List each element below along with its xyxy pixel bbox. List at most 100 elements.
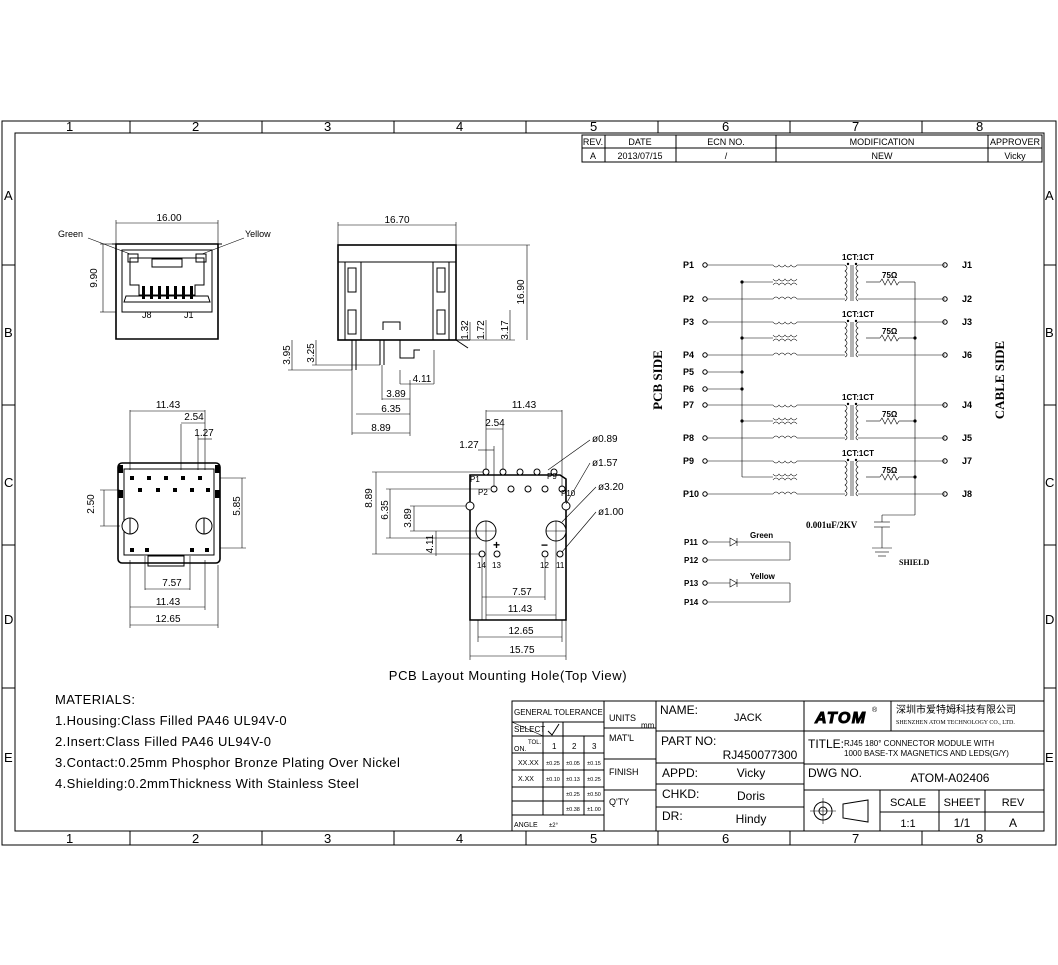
pcb-dim-635: 6.35 [380, 500, 391, 520]
sch-pin-p9: P9 [683, 456, 694, 466]
front-view: 16.00 9.90 Green Yellow J8 J1 [58, 213, 271, 340]
sch-pin-p5: P5 [683, 367, 694, 377]
grid-row-c-right: C [1045, 475, 1054, 490]
sch-pin-j5: J5 [962, 433, 972, 443]
finish-label: FINISH [609, 767, 639, 777]
company-name-english: SHENZHEN ATOM TECHNOLOGY CO., LTD. [896, 720, 1015, 726]
side-dim-317: 3.17 [500, 320, 511, 340]
rev-row-rev: A [590, 151, 596, 161]
angle-label: ANGLE [514, 822, 538, 829]
tol-r3-c3: ±0.50 [587, 792, 601, 798]
angle-value: ±2° [549, 823, 559, 829]
dwg-no-value: ATOM-A02406 [911, 771, 990, 785]
shield-label: SHIELD [899, 558, 929, 567]
grid-col-3-bottom: 3 [324, 831, 331, 846]
sch-pin-j6: J6 [962, 350, 972, 360]
materials-line-2: 2.Insert:Class Filled PA46 UL94V-0 [55, 734, 271, 749]
atom-logo: ATOM ® [814, 706, 879, 728]
sch-pin-j3: J3 [962, 317, 972, 327]
grid-col-6-bottom: 6 [722, 831, 729, 846]
title-label: TITLE: [808, 737, 844, 751]
grid-col-5-bottom: 5 [590, 831, 597, 846]
front-pin-j8: J8 [142, 310, 152, 320]
grid-col-2: 2 [192, 119, 199, 134]
pcb-dim-1265: 12.65 [508, 626, 533, 637]
side-dim-325: 3.25 [306, 343, 317, 363]
pcb-dim-411: 4.11 [425, 534, 436, 553]
pcb-layout-title: PCB Layout Mounting Hole(Top View) [389, 668, 627, 683]
svg-text:+: + [493, 538, 500, 552]
materials-line-1: 1.Housing:Class Filled PA46 UL94V-0 [55, 713, 287, 728]
scale-label: SCALE [890, 797, 926, 809]
company-name-chinese: 深圳市爱特姆科技有限公司 [896, 703, 1016, 716]
bottom-dim-254: 2.54 [184, 412, 204, 423]
led-pin-p12: P12 [684, 556, 699, 565]
tol-r2-c3: ±0.25 [587, 777, 601, 783]
led-yellow-label: Yellow [750, 572, 776, 581]
rev-value: A [1009, 816, 1017, 830]
capacitor-label: 0.001uF/2KV [806, 520, 858, 530]
rev-row-approver: Vicky [1004, 151, 1026, 161]
grid-col-4-bottom: 4 [456, 831, 463, 846]
materials-line-3: 3.Contact:0.25mm Phosphor Bronze Plating… [55, 755, 400, 770]
pcb-dim-389: 3.89 [403, 508, 414, 528]
led-pin-p11: P11 [684, 538, 698, 547]
side-dim-389: 3.89 [386, 389, 406, 400]
pcb-dim-1143-top: 11.43 [512, 400, 537, 411]
grid-col-3: 3 [324, 119, 331, 134]
resistor-label-1: 75Ω [882, 271, 898, 280]
svg-text:−: − [541, 538, 548, 552]
pcb-dim-889: 8.89 [364, 488, 375, 508]
front-width-dim: 16.00 [156, 213, 181, 224]
sch-pin-p3: P3 [683, 317, 694, 327]
rev-row-date: 2013/07/15 [617, 151, 662, 161]
sch-pin-p2: P2 [683, 294, 694, 304]
grid-col-7: 7 [852, 119, 859, 134]
tol-col-3: 3 [592, 742, 597, 751]
side-dim-132: 1.32 [460, 320, 471, 340]
dr-label: DR: [662, 809, 683, 823]
rev-label: REV [1002, 797, 1025, 809]
tol-r3-c2: ±0.25 [566, 792, 580, 798]
general-tolerance-label: GENERAL TOLERANCE [514, 708, 603, 717]
appd-label: APPD: [662, 766, 698, 780]
rev-header-date: DATE [628, 137, 651, 147]
chkd-label: CHKD: [662, 787, 699, 801]
part-no-label: PART NO: [661, 734, 716, 748]
title-block: GENERAL TOLERANCE SELECT TOL. ON. 1 2 3 … [511, 700, 1045, 832]
dr-value: Hindy [736, 812, 767, 826]
units-mm: mm [641, 721, 655, 730]
grid-col-1: 1 [66, 119, 73, 134]
pcb-dim-757: 7.57 [512, 587, 532, 598]
pcb-pin-p2: P2 [478, 488, 488, 497]
sch-pin-j7: J7 [962, 456, 972, 466]
sch-pin-j2: J2 [962, 294, 972, 304]
sch-pin-j1: J1 [962, 260, 972, 270]
pcb-hole-089: ø0.89 [592, 434, 618, 445]
pcb-pin-p10: P10 [561, 489, 576, 498]
led-pin-p13: P13 [684, 579, 699, 588]
grid-row-a: A [4, 188, 13, 203]
tol-col-2: 2 [572, 742, 577, 751]
grid-col-6: 6 [722, 119, 729, 134]
side-dim-395: 3.95 [282, 345, 293, 365]
pcb-dim-127: 1.27 [459, 440, 479, 451]
bottom-dim-1143-top: 11.43 [156, 400, 181, 411]
pcb-pin-p9: P9 [547, 472, 557, 481]
pcb-hole-320: ø3.20 [598, 482, 624, 493]
bottom-dim-1265: 12.65 [155, 614, 180, 625]
bottom-dim-585: 5.85 [232, 496, 243, 516]
side-dim-889: 8.89 [371, 423, 391, 434]
revision-table: REV. DATE ECN NO. MODIFICATION APPROVER … [581, 134, 1043, 163]
grid-row-c: C [4, 475, 13, 490]
sheet-label: SHEET [944, 797, 981, 809]
part-no-value: RJ450077300 [723, 748, 798, 762]
svg-text:®: ® [872, 706, 878, 714]
materials-line-4: 4.Shielding:0.2mmThickness With Stainles… [55, 776, 359, 791]
grid-row-e-right: E [1045, 750, 1054, 765]
appd-value: Vicky [737, 766, 765, 780]
pcb-pin-11: 11 [556, 561, 565, 570]
name-value: JACK [734, 712, 763, 724]
resistor-label-2: 75Ω [882, 327, 898, 336]
tol-r4-c3: ±1.00 [587, 807, 601, 813]
